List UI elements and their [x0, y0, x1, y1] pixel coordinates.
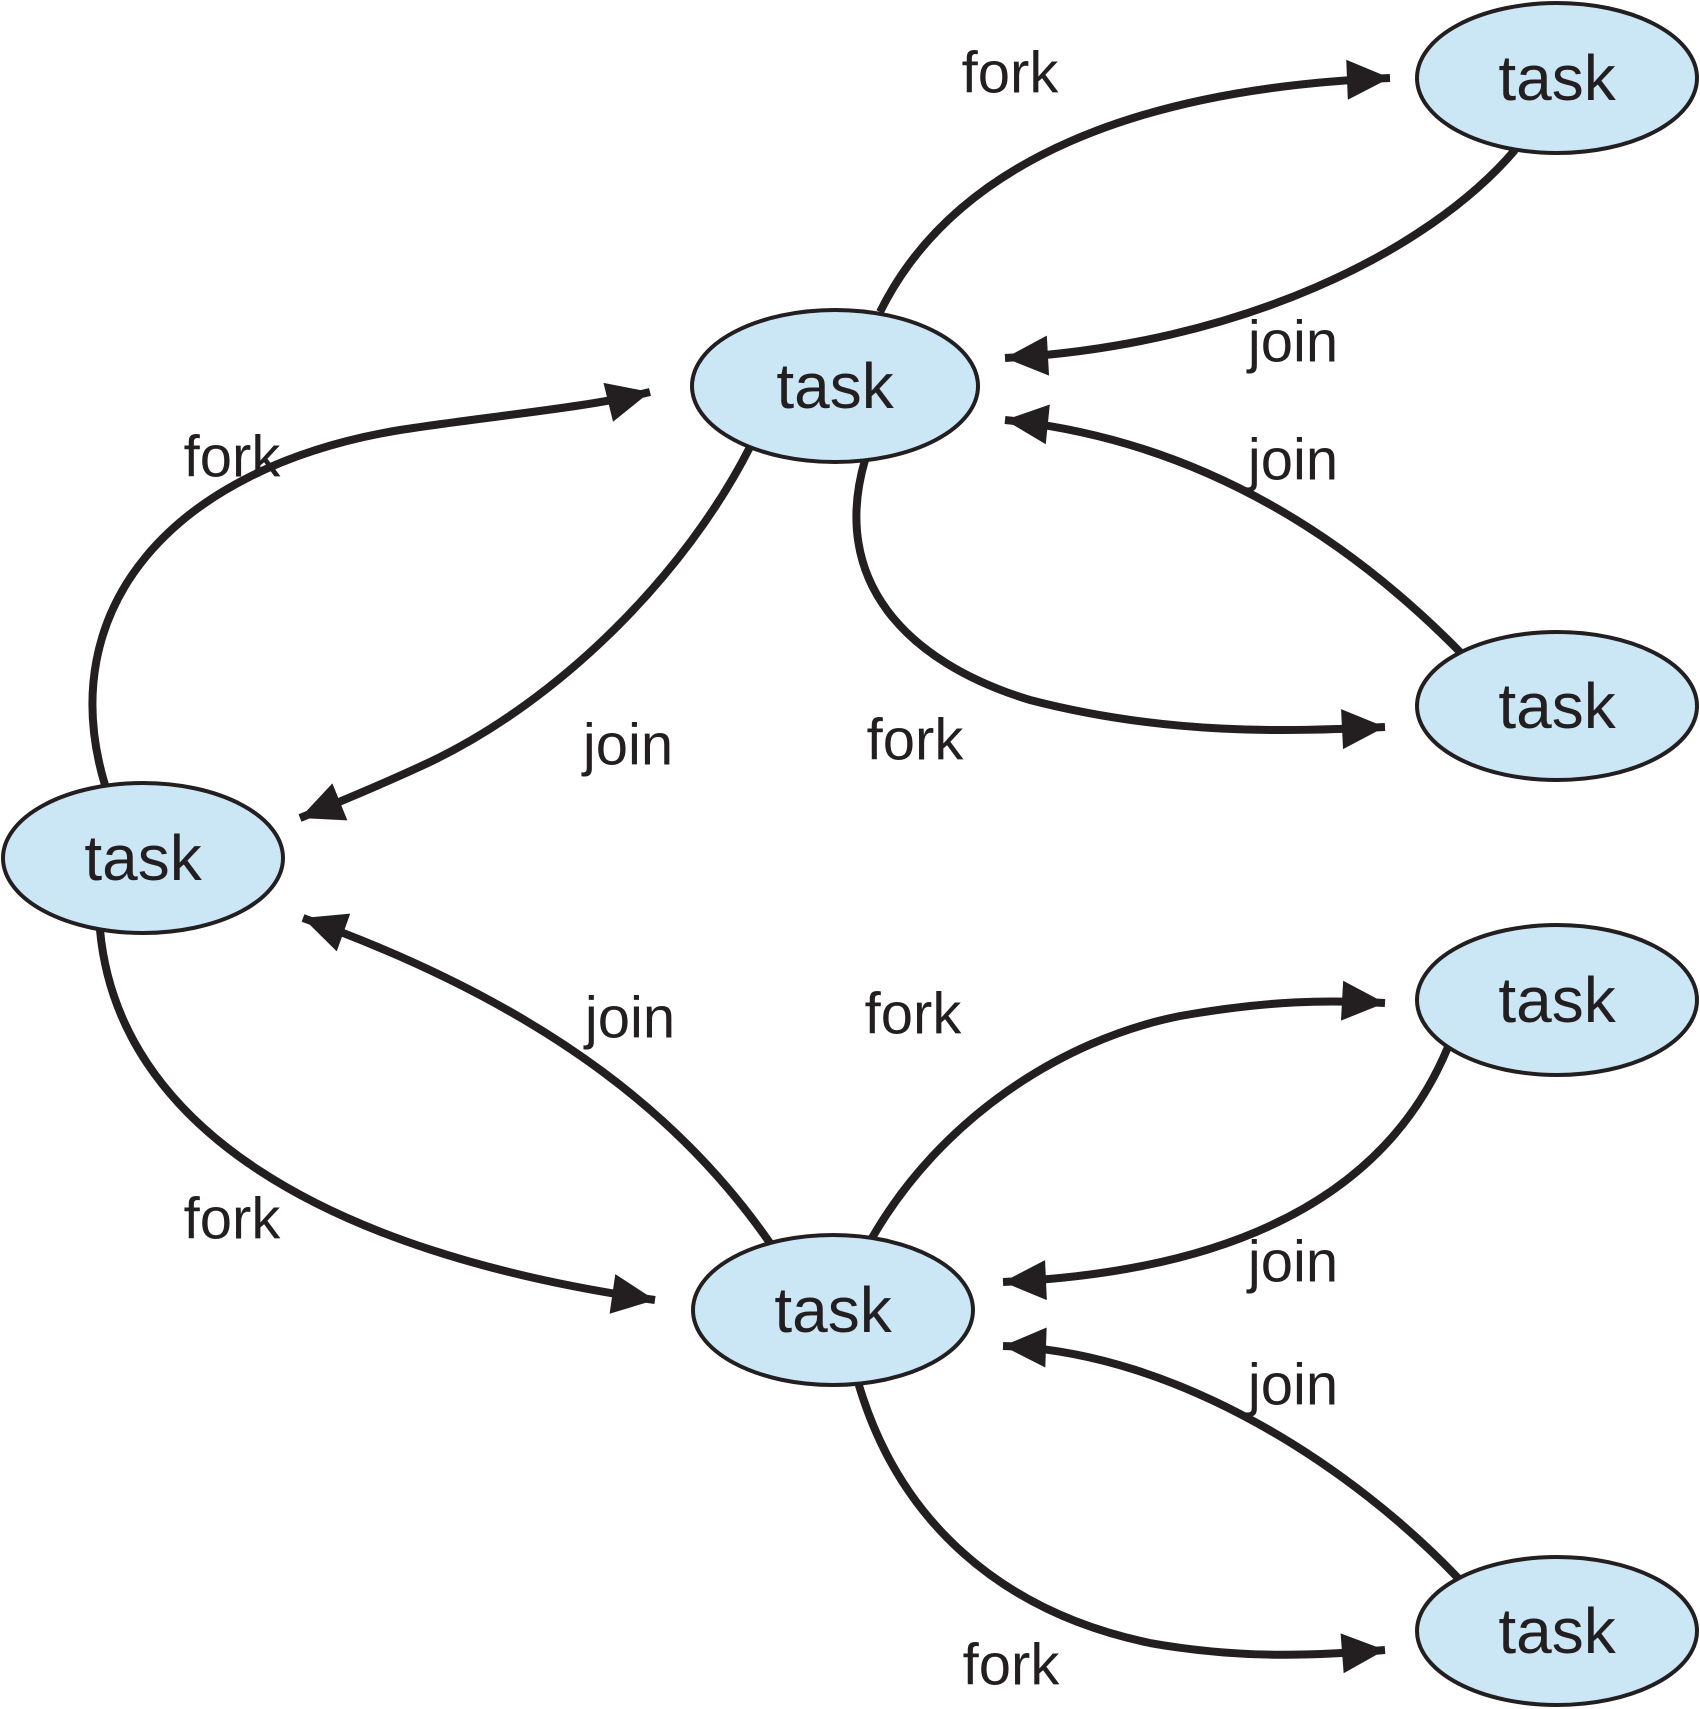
edge-label-join-lower-middle-to-left: join: [583, 986, 675, 1051]
node-label-task-upper-middle: task: [776, 350, 894, 422]
edge-label-join-bottom-right-to-lower-middle: join: [1246, 1353, 1338, 1418]
node-ellipse-task-lower-middle: [691, 1233, 975, 1387]
edge-label-join-right-lower-to-lower-middle: join: [1246, 1230, 1338, 1295]
edge-label-fork-upper-middle-to-top-right: fork: [962, 41, 1060, 106]
edge-label-join-right-upper-to-upper-middle: join: [1246, 428, 1338, 493]
node-task-top-right: task: [1415, 1, 1699, 155]
node-ellipse-task-upper-middle: [690, 308, 980, 464]
node-ellipse-task-left: [1, 781, 285, 935]
edge-label-fork-left-to-upper-middle: fork: [184, 425, 282, 490]
edge-path-fork-upper-middle-to-right-upper: [852, 458, 1386, 750]
node-task-right-upper: task: [1415, 630, 1699, 782]
node-label-task-lower-middle: task: [774, 1274, 892, 1346]
node-label-task-right-upper: task: [1498, 670, 1616, 742]
edge-label-fork-upper-middle-to-right-upper: fork: [867, 708, 965, 773]
node-task-upper-middle: task: [690, 308, 980, 464]
edge-path-join-bottom-right-to-lower-middle: [1002, 1327, 1461, 1581]
edge-path-fork-upper-middle-to-top-right: [876, 59, 1391, 314]
edge-path-join-upper-middle-to-left: [298, 445, 754, 822]
node-label-task-right-lower: task: [1498, 964, 1616, 1036]
edges-layer: [88, 59, 1519, 1674]
edge-label-join-upper-middle-to-left: join: [581, 713, 673, 778]
node-task-left: task: [1, 781, 285, 935]
edge-label-fork-lower-middle-to-bottom-right: fork: [963, 1633, 1061, 1698]
edge-path-fork-left-to-lower-middle: [96, 929, 656, 1314]
edge-label-fork-left-to-lower-middle: fork: [184, 1187, 282, 1252]
node-ellipse-task-top-right: [1415, 1, 1699, 155]
edge-path-join-lower-middle-to-left: [301, 913, 774, 1246]
node-label-task-top-right: task: [1498, 42, 1616, 114]
edge-path-join-top-right-to-upper-middle: [1004, 147, 1519, 376]
edge-path-fork-lower-middle-to-right-lower: [868, 980, 1386, 1240]
edge-path-join-right-upper-to-upper-middle: [1004, 404, 1463, 655]
node-label-task-bottom-right: task: [1498, 1595, 1616, 1667]
node-label-task-left: task: [84, 822, 202, 894]
edge-label-fork-lower-middle-to-right-lower: fork: [865, 982, 963, 1047]
edge-path-fork-lower-middle-to-bottom-right: [854, 1380, 1386, 1674]
node-task-bottom-right: task: [1415, 1555, 1699, 1707]
edge-path-fork-left-to-upper-middle: [88, 382, 651, 787]
node-ellipse-task-right-upper: [1415, 630, 1699, 782]
node-task-lower-middle: task: [691, 1233, 975, 1387]
node-ellipse-task-bottom-right: [1415, 1555, 1699, 1707]
edge-path-join-right-lower-to-lower-middle: [1002, 1045, 1452, 1301]
edge-label-join-top-right-to-upper-middle: join: [1246, 310, 1338, 375]
node-task-right-lower: task: [1415, 923, 1699, 1077]
edge-labels-layer: fork join fork join join fork join fork fork join…: [184, 41, 1338, 1698]
node-ellipse-task-right-lower: [1415, 923, 1699, 1077]
